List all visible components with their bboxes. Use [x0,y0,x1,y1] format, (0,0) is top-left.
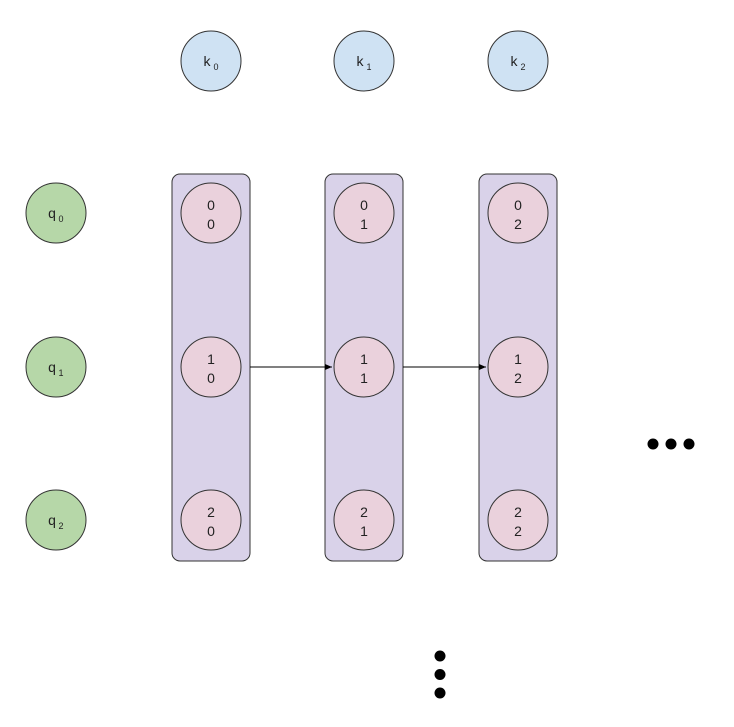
score-cell-1-2 [487,336,549,398]
ellipsis-dot-horizontal [647,438,659,450]
score-cell-bottom: 2 [514,523,522,539]
query-node-1 [25,336,87,398]
key-node-0 [180,30,242,92]
score-cell-2-1 [333,489,395,551]
key-node-2-subscript: 2 [520,62,525,72]
ellipsis-dot-horizontal [683,438,695,450]
score-cell-1-0 [180,336,242,398]
query-node-0-subscript: 0 [58,214,63,224]
score-cell-top: 1 [360,351,368,367]
score-cell-top: 2 [360,504,368,520]
key-node-2 [487,30,549,92]
query-node-1-subscript: 1 [58,368,63,378]
score-cell-0-1 [333,182,395,244]
score-cell-bottom: 0 [207,523,215,539]
key-node-0-letter: k [204,53,212,69]
query-node-2-subscript: 2 [58,521,63,531]
key-node-2-letter: k [511,53,519,69]
ellipsis-layer [434,438,695,699]
key-node-1-subscript: 1 [366,62,371,72]
score-cell-top: 1 [207,351,215,367]
query-node-0 [25,182,87,244]
score-cell-bottom: 0 [207,216,215,232]
score-cell-top: 2 [207,504,215,520]
score-cell-bottom: 0 [207,370,215,386]
query-node-2 [25,489,87,551]
score-cell-2-0 [180,489,242,551]
score-cell-top: 0 [207,197,215,213]
ellipsis-dot-vertical [434,687,446,699]
ellipsis-dot-vertical [434,669,446,680]
key-node-1 [333,30,395,92]
query-node-2-letter: q [48,512,56,528]
score-cell-bottom: 1 [360,523,368,539]
score-cell-0-2 [487,182,549,244]
score-cell-bottom: 1 [360,216,368,232]
score-cell-bottom: 1 [360,370,368,386]
score-cell-bottom: 2 [514,370,522,386]
score-cell-top: 1 [514,351,522,367]
query-node-1-letter: q [48,359,56,375]
score-cell-0-0 [180,182,242,244]
ellipsis-dot-vertical [434,650,446,662]
score-cell-top: 0 [360,197,368,213]
score-cell-top: 2 [514,504,522,520]
query-node-0-letter: q [48,205,56,221]
score-cell-top: 0 [514,197,522,213]
score-cell-bottom: 2 [514,216,522,232]
score-cell-1-1 [333,336,395,398]
ellipsis-dot-horizontal [665,438,677,450]
score-cell-2-2 [487,489,549,551]
key-node-0-subscript: 0 [213,62,218,72]
key-node-1-letter: k [357,53,365,69]
